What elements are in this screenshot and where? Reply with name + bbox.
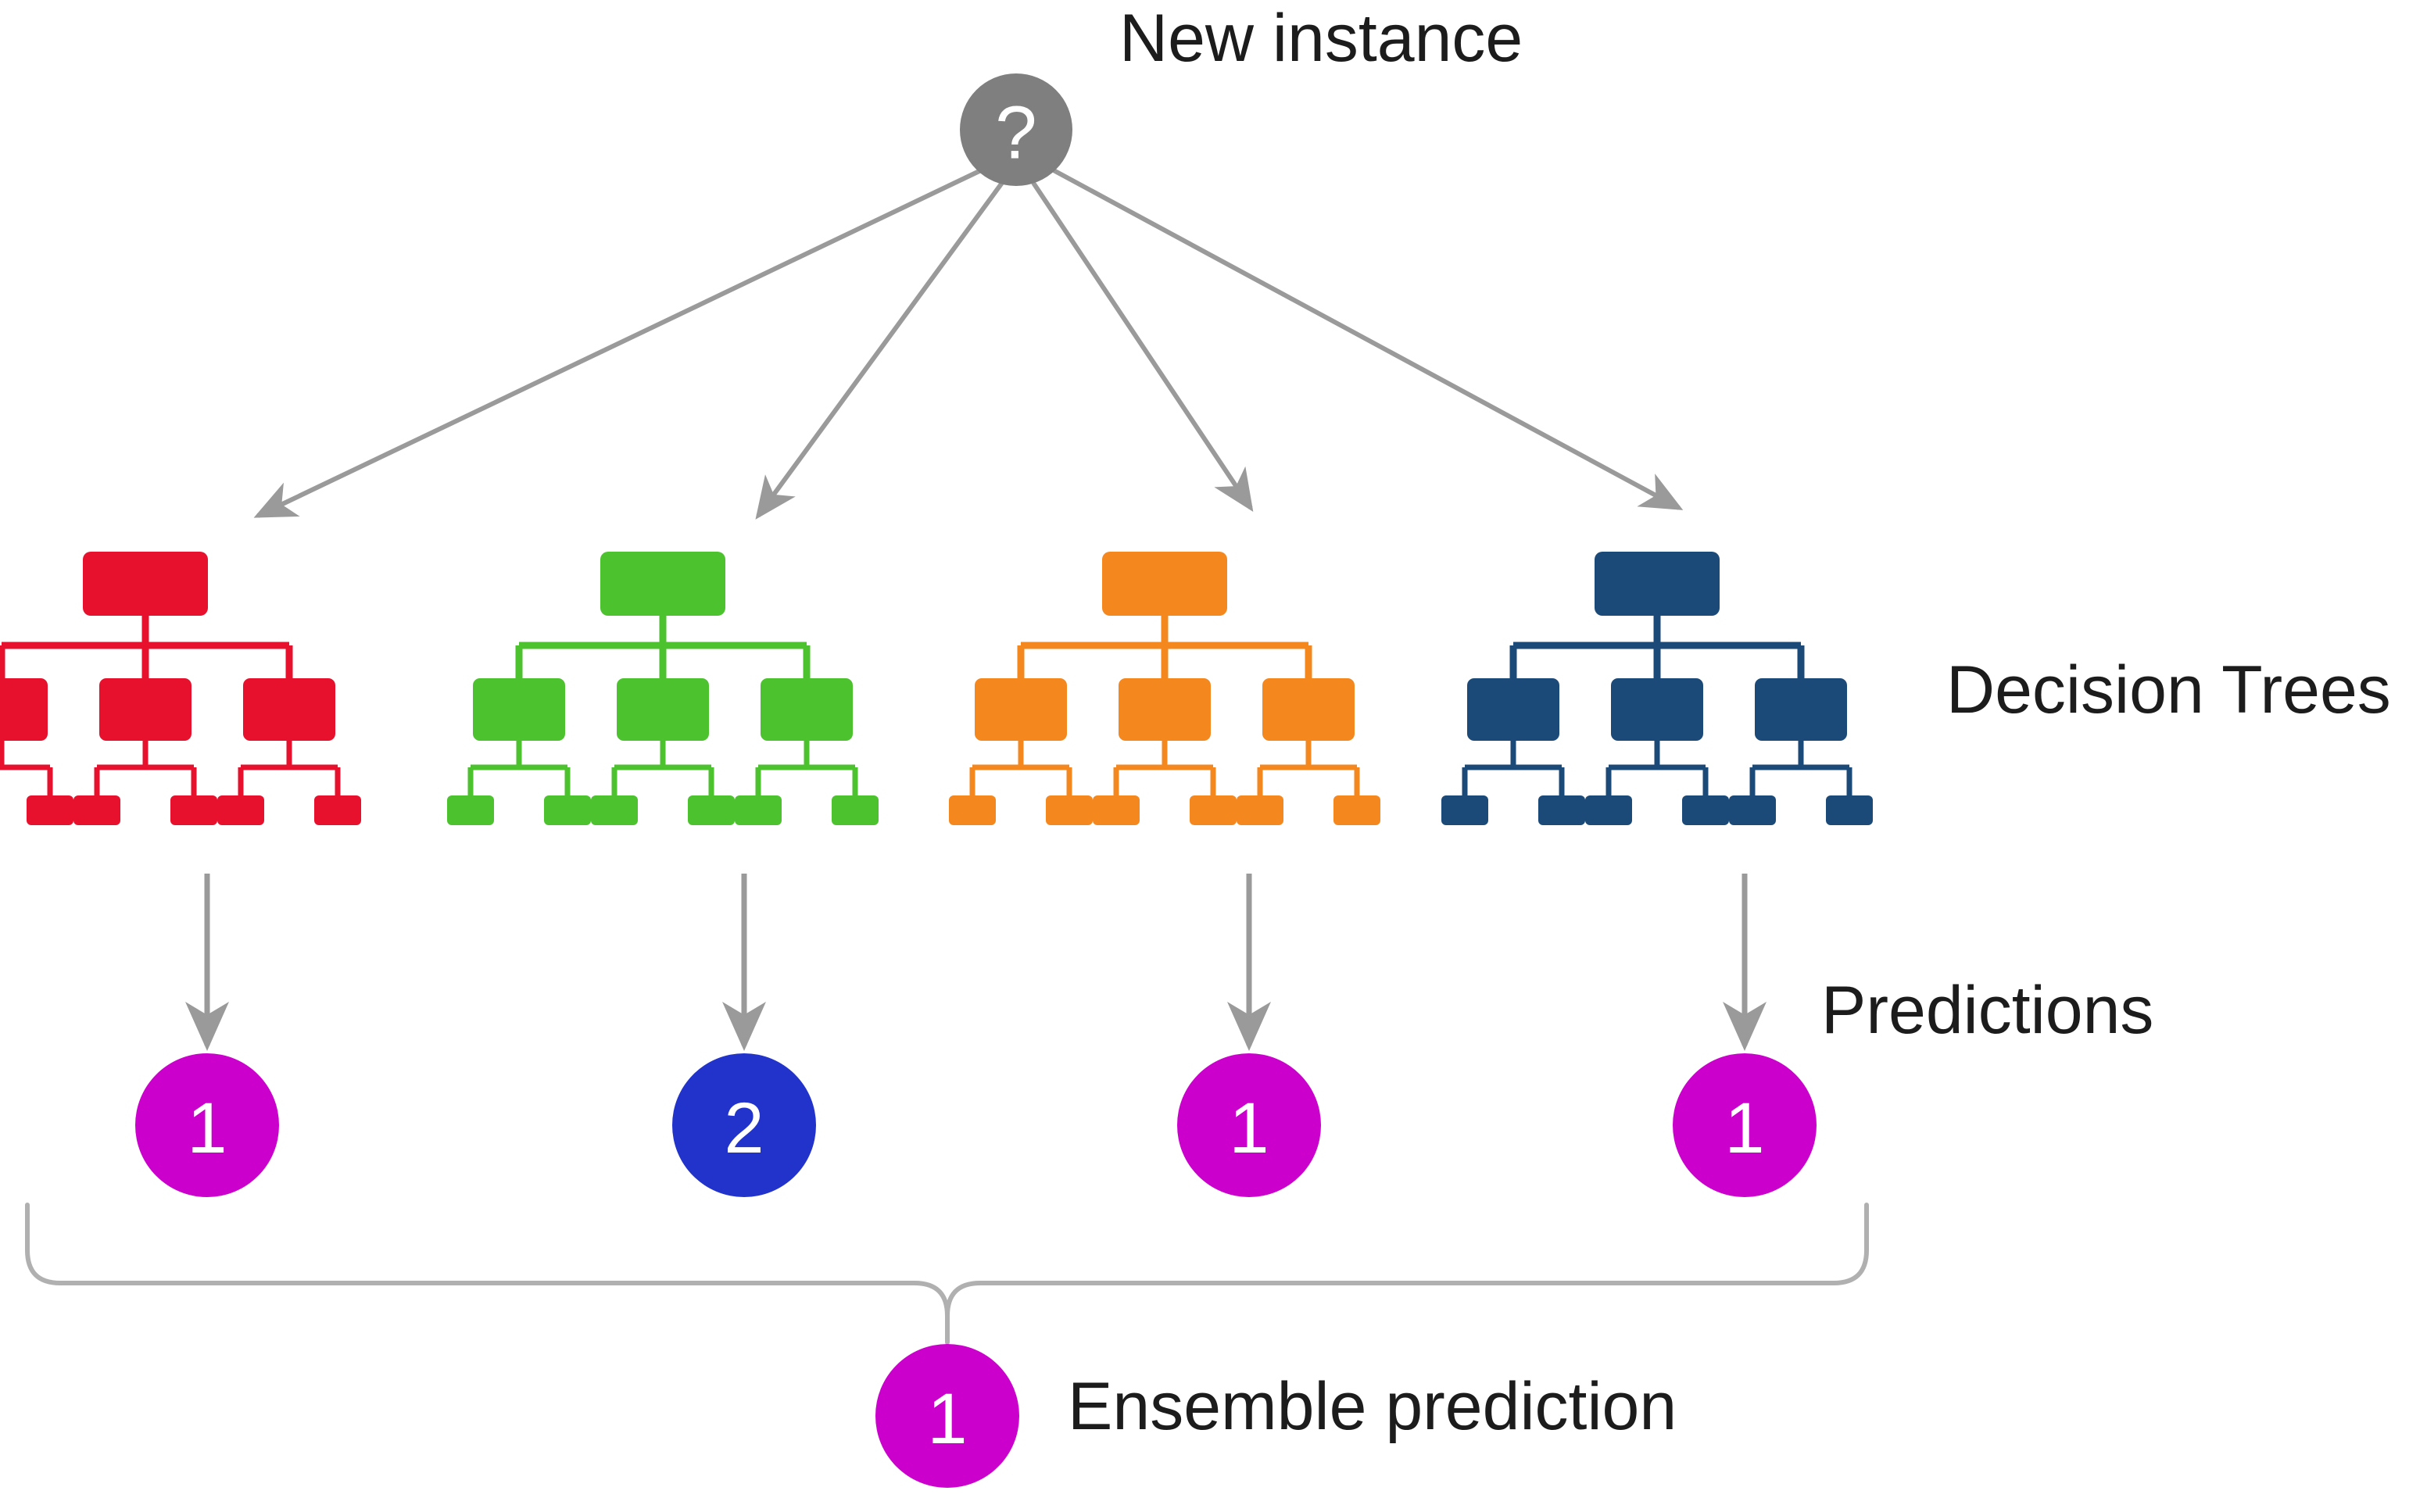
ensemble-value: 1 — [927, 1379, 967, 1459]
tree-leaf-box — [1585, 795, 1632, 825]
prediction-circle[interactable] — [135, 1053, 279, 1197]
tree-leaf-box — [1093, 795, 1140, 825]
tree-leaf-box — [27, 795, 73, 825]
prediction-value: 1 — [1229, 1088, 1269, 1168]
prediction-value: 1 — [187, 1088, 227, 1168]
prediction-node-4[interactable]: 1 — [1673, 1053, 1817, 1197]
tree-leaf-box — [170, 795, 217, 825]
tree-leaf-box — [1333, 795, 1380, 825]
tree-leaf-box — [1441, 795, 1488, 825]
question-mark-icon: ? — [995, 91, 1036, 175]
tree-node-box — [99, 678, 192, 741]
tree-node-box — [1467, 678, 1559, 741]
new-instance-circle[interactable] — [960, 73, 1072, 186]
tree-leaf-box — [949, 795, 996, 825]
green-decision-tree[interactable] — [447, 552, 879, 825]
arrow-to-tree-4 — [1052, 168, 1684, 510]
aggregation-brace — [25, 1203, 1869, 1345]
brace-left-arm — [25, 1203, 950, 1345]
tree-node-box — [0, 678, 48, 741]
tree-leaf-box — [544, 795, 591, 825]
tree-leaf-box — [217, 795, 264, 825]
decision-trees-label: Decision Trees — [1946, 652, 2391, 727]
new-instance-node[interactable]: ? — [960, 73, 1072, 186]
tree-leaf-box — [314, 795, 361, 825]
blue-decision-tree[interactable] — [1441, 552, 1873, 825]
tree-root-box — [1102, 552, 1227, 616]
tree-node-box — [1262, 678, 1355, 741]
tree-leaf-box — [1237, 795, 1283, 825]
ensemble-prediction-node[interactable]: 1 — [875, 1344, 1019, 1488]
arrow-to-tree-3 — [1031, 181, 1254, 512]
prediction-value: 1 — [1724, 1088, 1764, 1168]
tree-leaf-box — [1046, 795, 1093, 825]
new-instance-label: New instance — [1119, 1, 1523, 76]
predictions-label: Predictions — [1821, 973, 2154, 1048]
tree-node-box — [243, 678, 335, 741]
tree-node-box — [617, 678, 709, 741]
arrow-to-tree-1 — [253, 168, 983, 518]
tree-leaf-box — [688, 795, 735, 825]
tree-leaf-box — [591, 795, 638, 825]
ensemble-circle[interactable] — [875, 1344, 1019, 1488]
arrow-to-tree-2 — [755, 181, 1004, 520]
tree-node-box — [1611, 678, 1703, 741]
tree-leaf-box — [1190, 795, 1237, 825]
tree-leaf-box — [447, 795, 494, 825]
tree-leaf-box — [735, 795, 782, 825]
tree-leaf-box — [1729, 795, 1776, 825]
tree-node-box — [1119, 678, 1211, 741]
tree-root-box — [600, 552, 725, 616]
tree-leaf-box — [832, 795, 879, 825]
tree-leaf-box — [1538, 795, 1585, 825]
prediction-node-2[interactable]: 2 — [672, 1053, 816, 1197]
prediction-circle[interactable] — [1673, 1053, 1817, 1197]
prediction-node-1[interactable]: 1 — [135, 1053, 279, 1197]
fan-arrows-group — [253, 168, 1684, 520]
orange-decision-tree[interactable] — [949, 552, 1380, 825]
tree-node-box — [1755, 678, 1847, 741]
tree-node-box — [473, 678, 565, 741]
prediction-arrows-group — [185, 874, 1767, 1051]
tree-leaf-box — [73, 795, 120, 825]
prediction-circle[interactable] — [672, 1053, 816, 1197]
ensemble-prediction-label: Ensemble prediction — [1068, 1369, 1677, 1444]
tree-root-box — [1595, 552, 1720, 616]
prediction-value: 2 — [724, 1088, 764, 1168]
tree-node-box — [975, 678, 1067, 741]
red-decision-tree[interactable] — [0, 552, 361, 825]
prediction-circle[interactable] — [1177, 1053, 1321, 1197]
prediction-node-3[interactable]: 1 — [1177, 1053, 1321, 1197]
decision-trees-group — [0, 552, 1873, 825]
tree-leaf-box — [1682, 795, 1729, 825]
tree-node-box — [761, 678, 853, 741]
tree-leaf-box — [1826, 795, 1873, 825]
tree-root-box — [83, 552, 208, 616]
prediction-nodes-group: 1 2 1 1 — [135, 1053, 1817, 1197]
brace-right-arm — [945, 1203, 1869, 1318]
